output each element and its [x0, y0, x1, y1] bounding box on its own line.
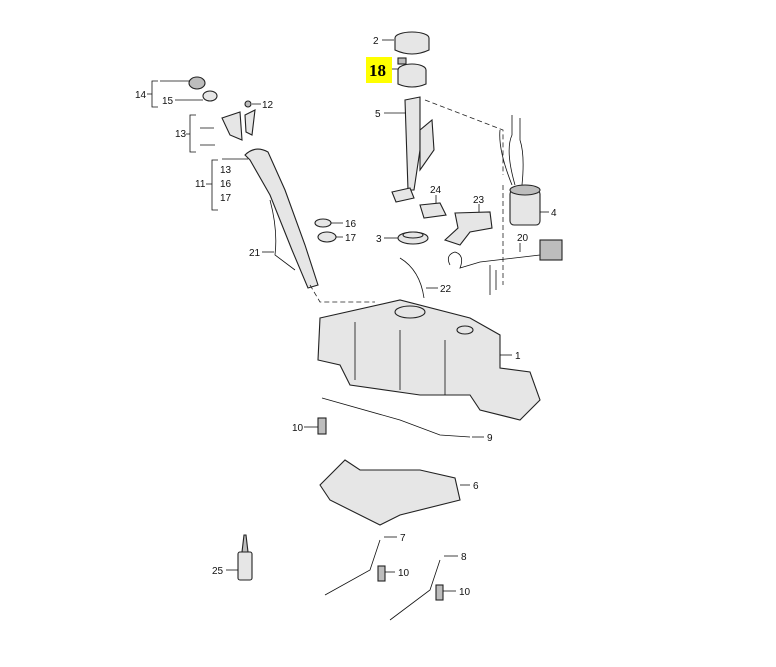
part-22-hose[interactable]: [399, 257, 438, 299]
callout-13: 13: [175, 129, 187, 140]
callout-1: 1: [515, 351, 521, 362]
callout-16: 16: [345, 219, 357, 230]
callout-2: 2: [373, 36, 379, 47]
part-18-flange[interactable]: [392, 57, 427, 88]
callout-25: 25: [212, 566, 224, 577]
part-13-12-clamp[interactable]: [186, 100, 261, 153]
part-23-bracket[interactable]: [443, 204, 493, 246]
callout-7: 7: [400, 533, 406, 544]
part-7-strap[interactable]: [324, 536, 397, 596]
callout-24: 24: [430, 185, 442, 196]
callout-18: 18: [369, 61, 386, 80]
part-25-sealant-tube[interactable]: [226, 534, 253, 581]
part-9-strap[interactable]: [321, 397, 484, 438]
part-10-bolt-b[interactable]: [377, 565, 395, 582]
part-3-seal-ring[interactable]: [384, 231, 429, 245]
callout-22: 22: [440, 284, 452, 295]
callout-11-16: 16: [220, 179, 232, 190]
part-20-wiring-harness[interactable]: [447, 239, 563, 295]
part-2-cap[interactable]: [382, 31, 430, 55]
callout-11-17: 17: [220, 193, 232, 204]
callout-10-c: 10: [459, 587, 471, 598]
callout-4: 4: [551, 208, 557, 219]
callout-11-13: 13: [220, 165, 232, 176]
callout-6: 6: [473, 481, 479, 492]
callout-9: 9: [487, 433, 493, 444]
part-6-heat-shield[interactable]: [319, 459, 470, 526]
callout-3: 3: [376, 234, 382, 245]
part-1-fuel-tank[interactable]: [317, 299, 541, 421]
part-21-breather-hose[interactable]: [262, 199, 296, 271]
part-10-bolt-c[interactable]: [435, 584, 456, 601]
callout-10-b: 10: [398, 568, 410, 579]
callout-23: 23: [473, 195, 485, 206]
callout-20: 20: [517, 233, 529, 244]
part-5-level-sender[interactable]: [384, 96, 435, 203]
callout-21: 21: [249, 248, 261, 259]
callout-5: 5: [375, 109, 381, 120]
part-11-filler-neck[interactable]: [206, 148, 319, 289]
part-24-pad[interactable]: [419, 195, 447, 219]
callout-17: 17: [345, 233, 357, 244]
highlight-box-18: [366, 57, 392, 83]
callout-10-a: 10: [292, 423, 304, 434]
part-8-strap[interactable]: [389, 555, 458, 621]
part-10-bolt-a[interactable]: [304, 417, 327, 435]
part-14-15-grommet[interactable]: [147, 76, 218, 108]
callout-14: 14: [135, 90, 147, 101]
callout-15: 15: [162, 96, 174, 107]
callout-12: 12: [262, 100, 274, 111]
callout-8: 8: [461, 552, 467, 563]
callout-11: 11: [195, 179, 206, 190]
part-16-17-seals[interactable]: [314, 218, 343, 243]
part-4-fuel-pump[interactable]: [499, 115, 549, 226]
